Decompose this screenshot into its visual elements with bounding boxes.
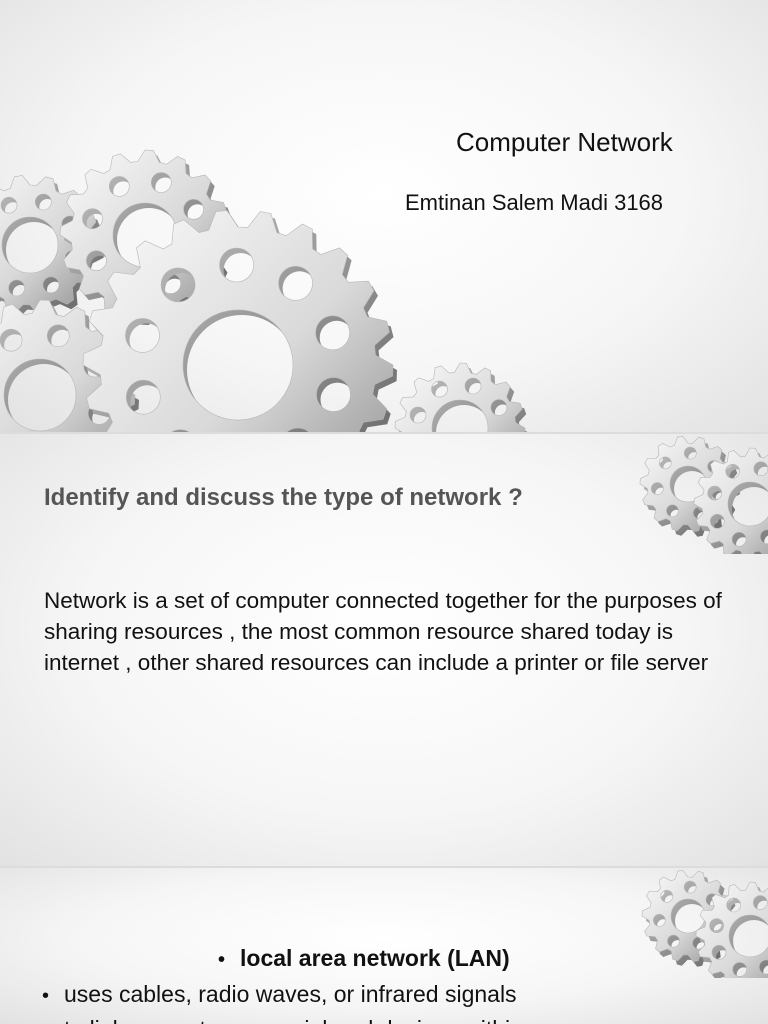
bullet-icon: • (42, 1020, 64, 1024)
slide-title: Computer Network Emtinan Salem Madi 3168 (0, 0, 768, 432)
presentation-title: Computer Network (456, 127, 673, 157)
slide-network-definition: Identify and discuss the type of network… (0, 434, 768, 866)
gear-icon (82, 210, 394, 432)
gears-icon (641, 869, 768, 978)
gears-icon (0, 149, 528, 432)
bullet-item: •uses cables, radio waves, or infrared s… (42, 981, 517, 1007)
gears-icon (639, 435, 768, 554)
slide-lan: •local area network (LAN) •uses cables, … (0, 868, 768, 1024)
slide-heading: Identify and discuss the type of network… (44, 484, 523, 511)
bullet-item: •to link computers or peripheral devices… (42, 1016, 523, 1024)
gear-icon (693, 447, 768, 554)
bullet-item: •local area network (LAN) (218, 945, 510, 971)
presentation-subtitle: Emtinan Salem Madi 3168 (405, 190, 664, 215)
bullet-icon: • (42, 985, 50, 1007)
bullet-icon: • (218, 949, 226, 971)
slide-body-text: Network is a set of computer connected t… (44, 588, 722, 675)
gear-icon (394, 362, 526, 432)
gear-icon (695, 881, 768, 978)
